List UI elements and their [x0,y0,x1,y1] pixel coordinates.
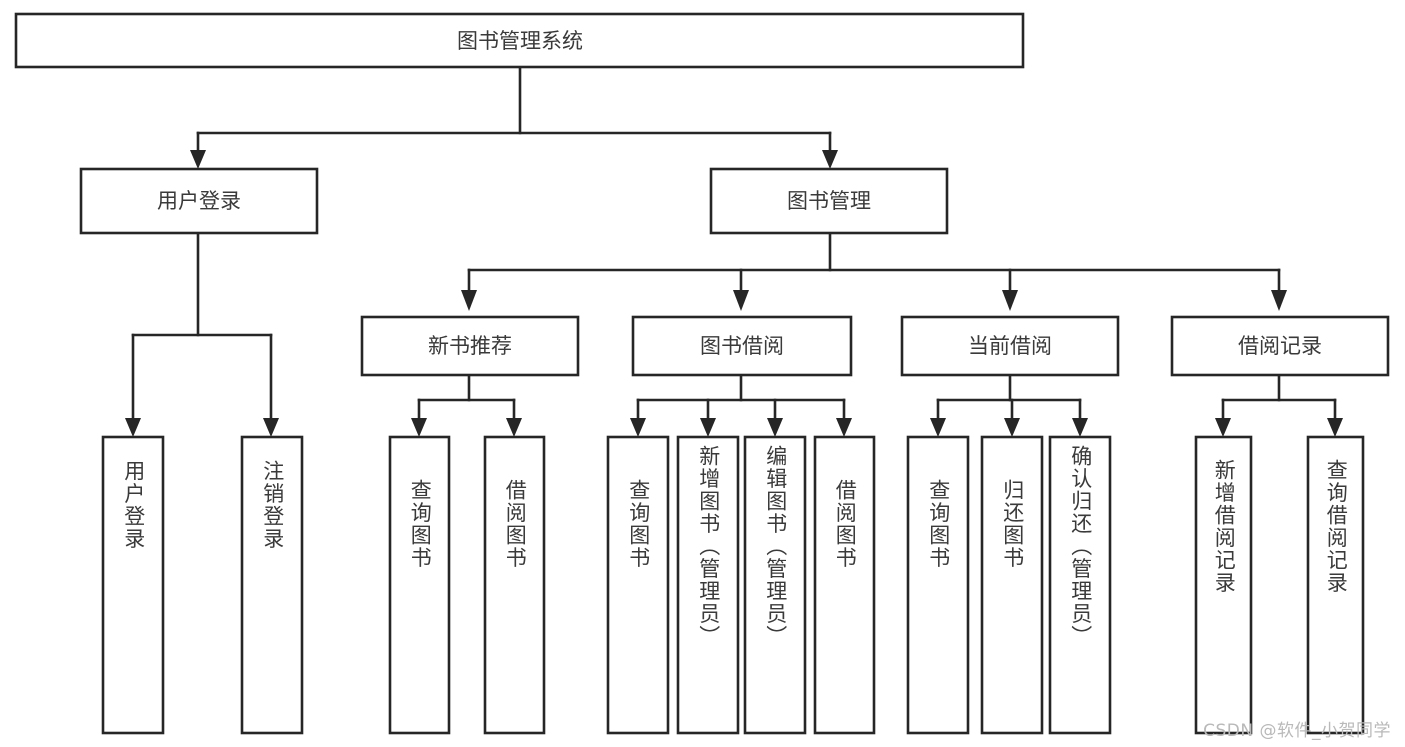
node-root-box[interactable] [14,12,1025,69]
node-leaf-confirm-return[interactable]: 确认归还（管理员） [1048,435,1112,735]
node-leaf-query-book-1[interactable]: 查询图书 [388,435,451,735]
node-leaf-add-borrow-record[interactable]: 新增借阅记录 [1194,435,1253,735]
arrow-head-leaf-query-book-2 [630,418,646,437]
node-leaf-query-book-3[interactable]: 查询图书 [906,435,970,735]
node-leaf-query-book-2-label: 查询图书 [626,479,651,569]
node-user-login-box[interactable] [79,167,319,235]
arrow-head-leaf-user-login [125,418,141,437]
node-leaf-add-borrow-record-box[interactable] [1194,435,1253,735]
arrow-head-book-management [822,150,838,169]
node-borrow-record-box[interactable] [1170,315,1390,377]
node-leaf-return-book[interactable]: 归还图书 [980,435,1044,735]
node-leaf-add-book-label: 新增图书（管理员） [696,445,721,648]
node-book-management-box[interactable] [709,167,949,235]
node-new-book-recommend[interactable]: 新书推荐 [360,315,580,377]
node-current-borrow-box[interactable] [900,315,1120,377]
node-root-label: 图书管理系统 [457,29,583,53]
arrow-head-leaf-add-borrow-record [1215,418,1231,437]
node-leaf-borrow-book-2-label: 借阅图书 [833,479,858,569]
node-borrow-record-label: 借阅记录 [1238,334,1322,358]
arrow-head-current-borrow [1002,290,1018,311]
node-leaf-borrow-book-2[interactable]: 借阅图书 [813,435,876,735]
node-book-management[interactable]: 图书管理 [709,167,949,235]
node-leaf-add-book[interactable]: 新增图书（管理员） [676,435,740,735]
node-new-book-recommend-label: 新书推荐 [428,334,512,358]
node-leaf-query-borrow-record-box[interactable] [1306,435,1365,735]
node-leaf-user-login-label: 用户登录 [121,460,146,550]
node-leaf-edit-book-label: 编辑图书（管理员） [763,445,788,648]
node-leaf-query-book-3-box[interactable] [906,435,970,735]
arrow-head-leaf-query-book-3 [930,418,946,437]
connector-layer [125,65,1343,437]
node-user-login-label: 用户登录 [157,189,241,213]
arrow-head-borrow-record [1271,290,1287,311]
arrow-head-leaf-query-borrow-record [1327,418,1343,437]
node-leaf-query-borrow-record[interactable]: 查询借阅记录 [1306,435,1365,735]
node-leaf-query-book-3-label: 查询图书 [926,479,951,569]
arrow-head-leaf-return-book [1004,418,1020,437]
node-leaf-return-book-box[interactable] [980,435,1044,735]
node-leaf-query-book-2[interactable]: 查询图书 [606,435,670,735]
node-borrow-record[interactable]: 借阅记录 [1170,315,1390,377]
arrow-head-leaf-edit-book [767,418,783,437]
node-leaf-edit-book-box[interactable] [743,435,807,735]
node-book-borrow[interactable]: 图书借阅 [631,315,853,377]
arrow-head-user-login [190,150,206,169]
node-current-borrow[interactable]: 当前借阅 [900,315,1120,377]
node-current-borrow-label: 当前借阅 [968,334,1052,358]
node-leaf-confirm-return-box[interactable] [1048,435,1112,735]
arrow-head-book-borrow [733,290,749,311]
node-leaf-logout-login-box[interactable] [240,435,304,735]
node-leaf-add-borrow-record-label: 新增借阅记录 [1212,459,1237,594]
node-leaf-borrow-book-1-label: 借阅图书 [503,479,528,569]
arrow-head-leaf-query-book-1 [411,418,427,437]
node-book-borrow-label: 图书借阅 [700,334,784,358]
node-new-book-recommend-box[interactable] [360,315,580,377]
node-leaf-query-book-2-box[interactable] [606,435,670,735]
node-leaf-user-login-box[interactable] [101,435,165,735]
node-book-borrow-box[interactable] [631,315,853,377]
arrow-head-leaf-logout-login [263,418,279,437]
node-leaf-edit-book[interactable]: 编辑图书（管理员） [743,435,807,735]
node-leaf-logout-login-label: 注销登录 [260,460,285,550]
arrow-head-new-book-recommend [461,290,477,311]
node-leaf-borrow-book-1-box[interactable] [483,435,546,735]
arrow-head-leaf-add-book [700,418,716,437]
node-leaf-query-book-1-box[interactable] [388,435,451,735]
node-root[interactable]: 图书管理系统 [14,12,1025,69]
arrow-head-leaf-borrow-book-1 [506,418,522,437]
node-leaf-logout-login[interactable]: 注销登录 [240,435,304,735]
node-leaf-borrow-book-1[interactable]: 借阅图书 [483,435,546,735]
node-leaf-user-login[interactable]: 用户登录 [101,435,165,735]
node-leaf-query-book-1-label: 查询图书 [408,479,433,569]
node-leaf-borrow-book-2-box[interactable] [813,435,876,735]
node-leaf-add-book-box[interactable] [676,435,740,735]
node-user-login[interactable]: 用户登录 [79,167,319,235]
arrow-head-leaf-borrow-book-2 [836,418,852,437]
node-leaf-query-borrow-record-label: 查询借阅记录 [1324,459,1349,594]
node-book-management-label: 图书管理 [787,189,871,213]
arrow-head-leaf-confirm-return [1072,418,1088,437]
node-leaf-confirm-return-label: 确认归还（管理员） [1068,445,1093,648]
node-leaf-return-book-label: 归还图书 [1000,479,1025,569]
